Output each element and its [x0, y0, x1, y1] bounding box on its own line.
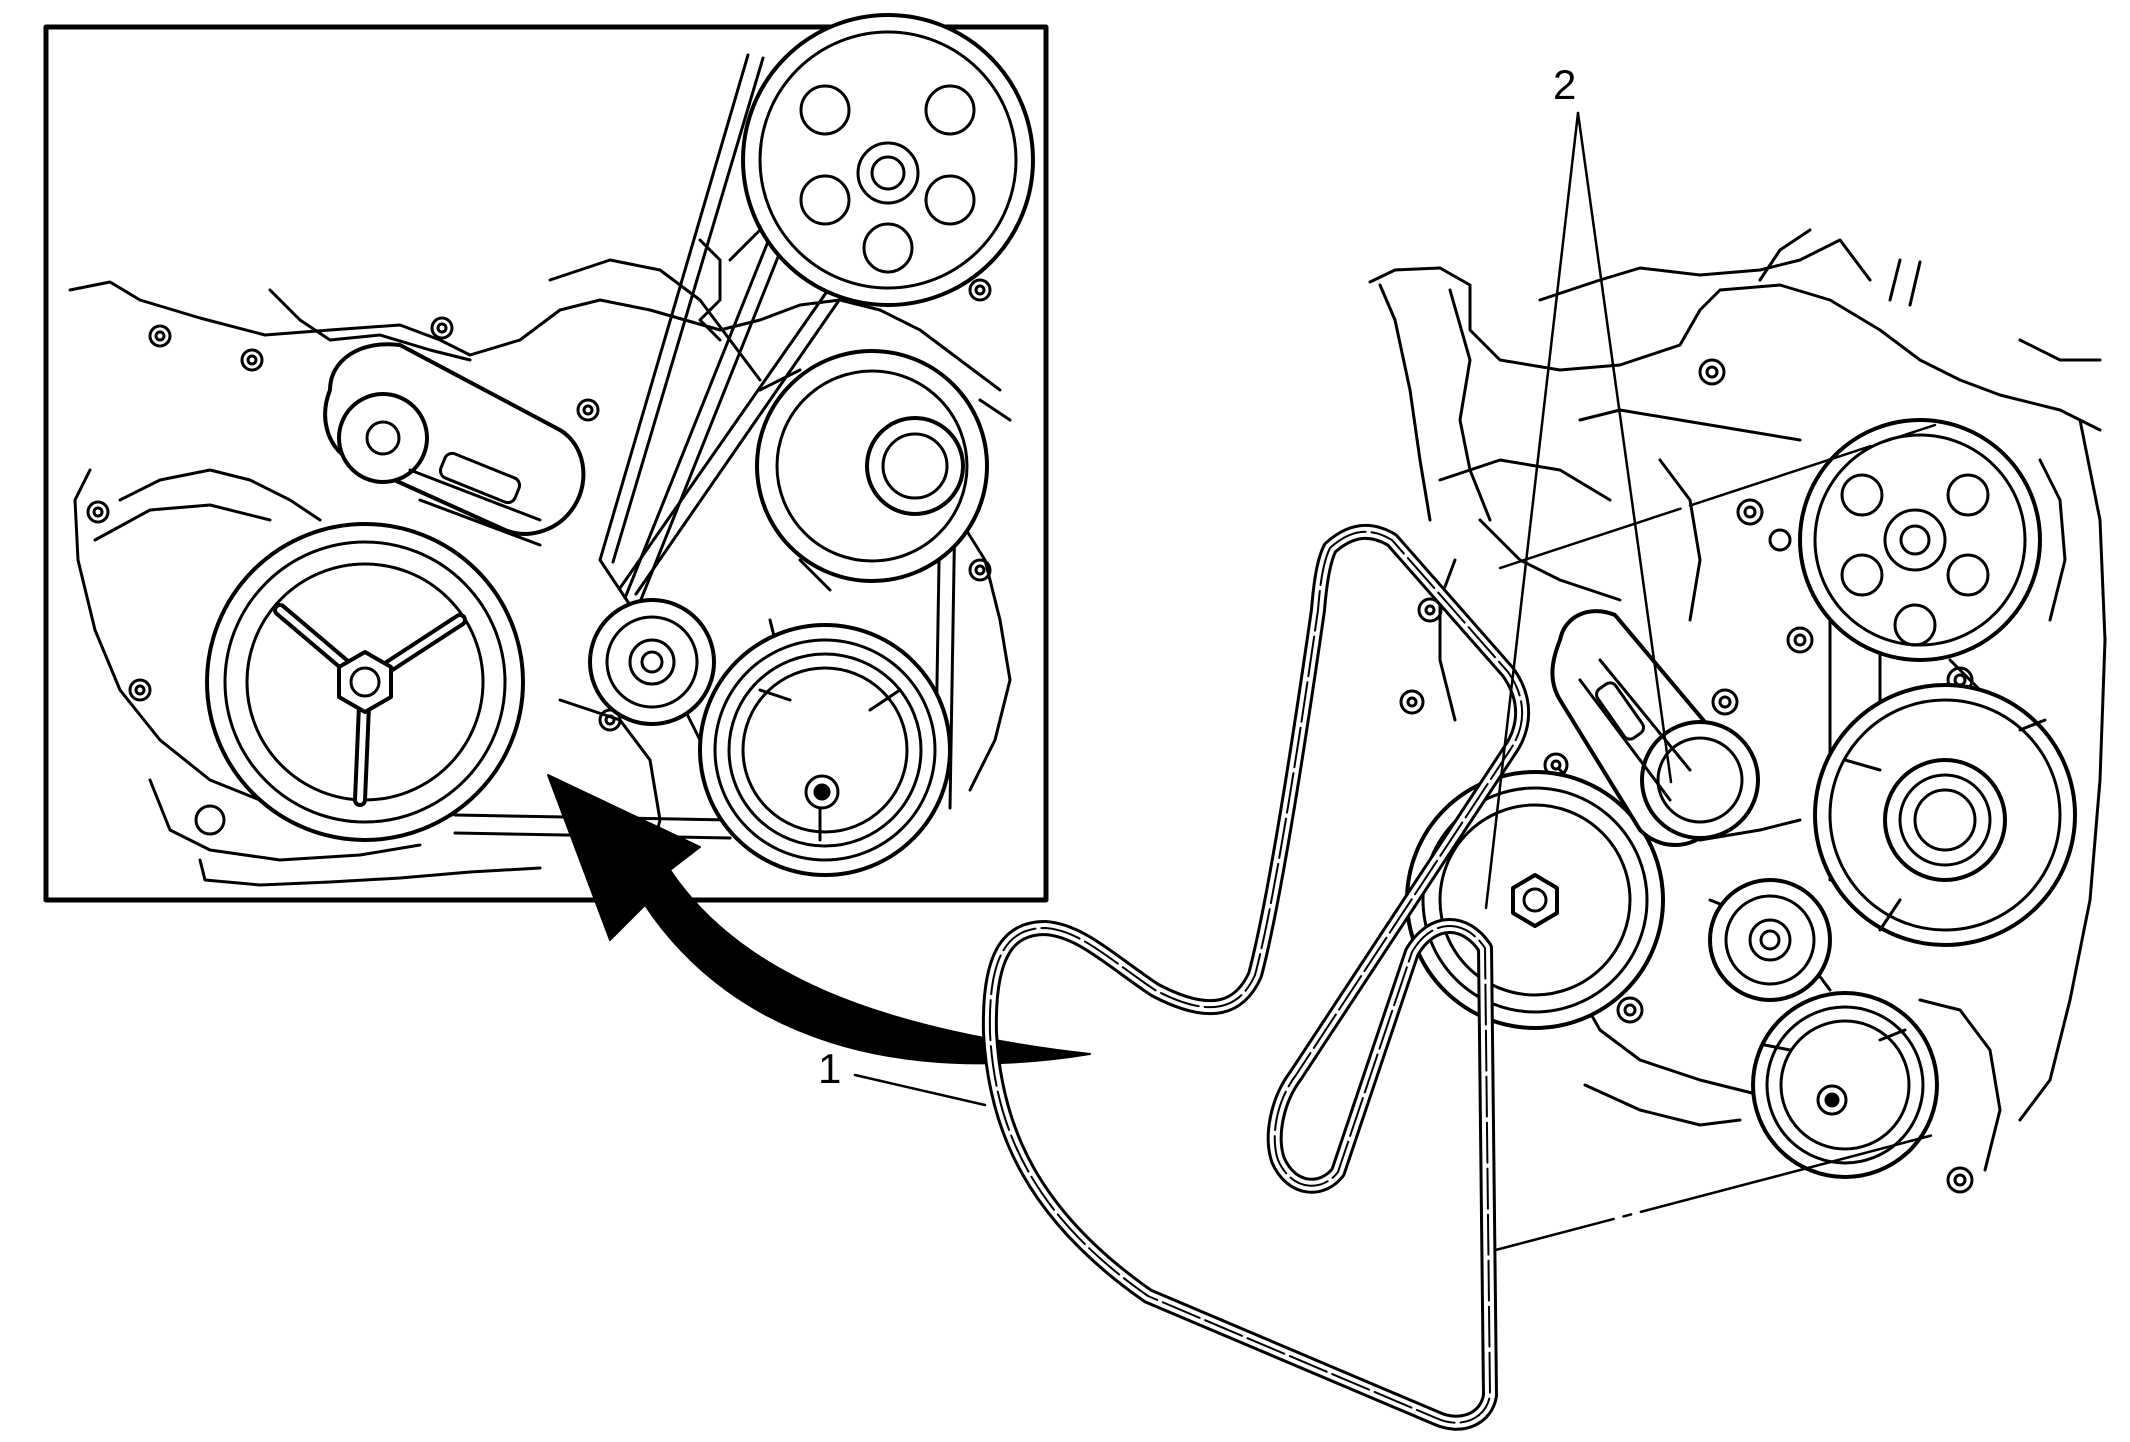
inset-bolt [430, 316, 454, 340]
inset-bolt [148, 324, 172, 348]
curved-arrow-icon [547, 774, 1091, 1065]
inset-bolt [194, 804, 226, 836]
leader-tensioner-a [1576, 111, 1673, 784]
inset-idler-pulley [588, 598, 716, 726]
main-crankshaft-pulley [1405, 770, 1665, 1030]
main-engine-view [853, 111, 2107, 1431]
inset-power-steering-pulley [741, 13, 1035, 307]
inset-bolt [86, 500, 110, 524]
inset-tensioner [323, 342, 586, 547]
inset-bolts [86, 278, 992, 836]
leader-belt [853, 1073, 987, 1107]
main-tensioner [1550, 609, 1760, 847]
inset-crankshaft-pulley [205, 522, 525, 842]
serpentine-belt [981, 523, 1531, 1431]
callout-leaders [853, 111, 1673, 1107]
main-power-steering-pulley [1798, 418, 2067, 662]
callout-tensioner-number: 2 [1553, 61, 1577, 108]
inset-detail-view [43, 13, 1049, 903]
inset-bolt [968, 278, 992, 302]
main-idler-pulley [1708, 878, 1832, 1002]
inset-bolt [576, 398, 600, 422]
main-water-pump-pulley [1813, 683, 2077, 947]
inset-bolt [240, 348, 264, 372]
inset-bolt [968, 558, 992, 582]
main-ac-compressor-pulley [1751, 991, 2002, 1179]
inset-bolt [128, 678, 152, 702]
leader-tensioner-b [1484, 111, 1580, 910]
inset-ac-compressor-pulley [698, 623, 952, 877]
callout-belt-number: 1 [818, 1045, 842, 1092]
inset-water-pump-pulley [755, 349, 1012, 592]
belt-guide-lines [1486, 423, 1962, 1254]
